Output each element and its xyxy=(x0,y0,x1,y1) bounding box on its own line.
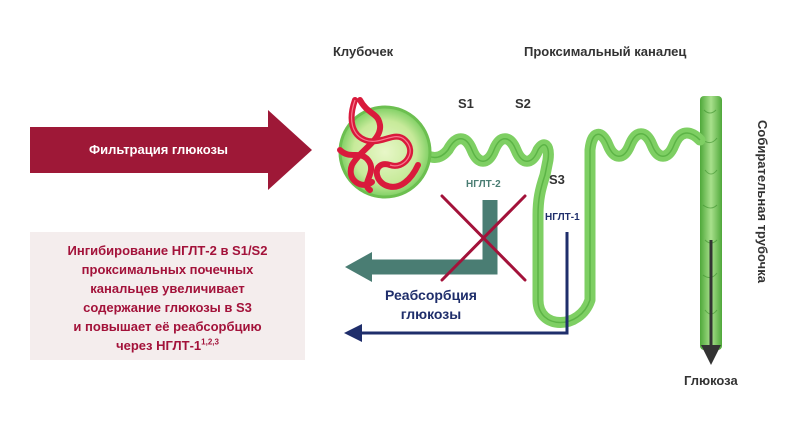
note-line-last: через НГЛТ-11,2,3 xyxy=(30,336,305,355)
reabsorption-label: Реабсорбция глюкозы xyxy=(372,286,490,324)
sglt1-arrow xyxy=(360,232,569,335)
sglt1-label: НГЛТ-1 xyxy=(545,212,580,223)
proximal-tubule-label: Проксимальный каналец xyxy=(524,44,687,59)
collecting-duct xyxy=(700,96,722,350)
sglt1-arrow-head xyxy=(344,324,362,342)
note-line: Ингибирование НГЛТ-2 в S1/S2 xyxy=(67,243,268,258)
note-line: и повышает её реабсорбцию xyxy=(73,319,262,334)
note-line: проксимальных почечных xyxy=(81,262,254,277)
note-line: содержание глюкозы в S3 xyxy=(83,300,252,315)
sglt2-arrow-head xyxy=(345,252,372,282)
reabsorption-line2: глюкозы xyxy=(400,306,462,322)
s2-label: S2 xyxy=(515,96,531,111)
glomerulus-label: Клубочек xyxy=(333,44,394,59)
note-superscript: 1,2,3 xyxy=(201,337,219,347)
note-line: канальцев увеличивает xyxy=(90,281,245,296)
glucose-label: Глюкоза xyxy=(684,373,738,388)
sglt2-label: НГЛТ-2 xyxy=(466,179,501,190)
note-text: Ингибирование НГЛТ-2 в S1/S2 проксимальн… xyxy=(30,241,305,355)
note-box: Ингибирование НГЛТ-2 в S1/S2 проксимальн… xyxy=(30,232,305,360)
note-last-text: через НГЛТ-1 xyxy=(116,338,202,353)
reabsorption-line1: Реабсорбция xyxy=(385,287,477,303)
glucose-arrow-head xyxy=(701,345,721,365)
blocked-cross xyxy=(440,194,527,282)
filtration-arrow xyxy=(30,110,312,190)
s3-label: S3 xyxy=(549,172,565,187)
collecting-duct-label: Собирательная трубочка xyxy=(755,120,770,283)
sglt2-arrow xyxy=(370,200,498,275)
filtration-label: Фильтрация глюкозы xyxy=(89,142,229,157)
s1-label: S1 xyxy=(458,96,474,111)
